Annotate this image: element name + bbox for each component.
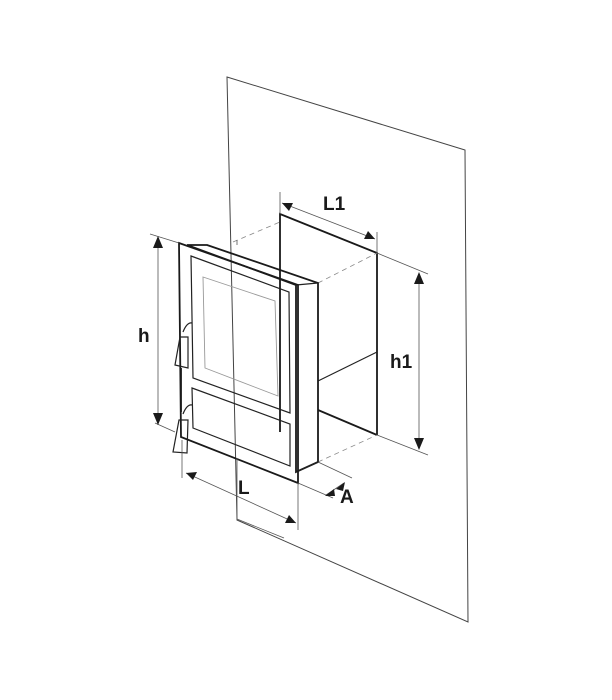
door-window-frame [190,255,291,414]
dimension-h: h [138,233,180,433]
label-h1: h1 [390,352,413,373]
door-ash-panel [191,387,291,467]
dimension-A: A [297,461,354,508]
label-A: A [340,487,354,508]
dimension-L: L [181,440,299,539]
label-h: h [138,326,150,347]
door-glass [202,276,279,397]
label-L1: L1 [323,194,346,215]
dimension-L1: L1 [279,192,378,253]
label-L: L [238,478,250,499]
door-handle-lower [172,404,193,454]
wall-panel [226,76,469,623]
back-box [232,212,378,463]
dimension-h1: h1 [376,252,429,456]
door-handle-upper [174,322,193,412]
